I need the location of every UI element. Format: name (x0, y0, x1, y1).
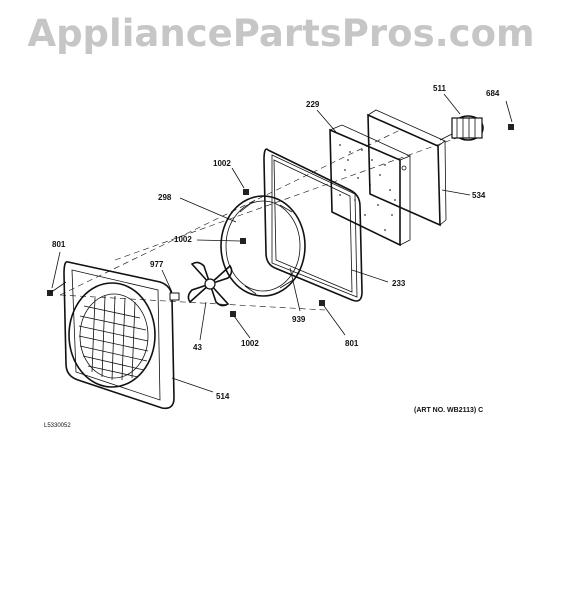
part-label-514: 514 (216, 392, 230, 401)
front-panel-514 (63, 260, 175, 410)
part-label-229: 229 (306, 100, 320, 109)
part-label-298: 298 (158, 193, 172, 202)
part-label-1002-bottom: 1002 (241, 339, 259, 348)
gasket-233 (263, 148, 363, 302)
part-label-1002-top: 1002 (213, 159, 231, 168)
assembly-axis-line (114, 134, 466, 261)
part-label-801-left: 801 (52, 240, 66, 249)
part-label-233: 233 (392, 279, 406, 288)
part-label-684: 684 (486, 89, 500, 98)
assembly-axis-line (59, 294, 326, 311)
fan-ring-298 (220, 195, 306, 297)
leader-lines (51, 93, 513, 393)
screw-801-right (319, 300, 325, 306)
screw-1002-middle (240, 238, 246, 244)
nut-977 (169, 292, 180, 301)
screw-1002-top (243, 189, 249, 195)
part-label-511: 511 (433, 84, 446, 93)
assembly-axis-line (59, 129, 401, 296)
part-label-801-right: 801 (345, 339, 359, 348)
screw-801-left (47, 281, 67, 296)
art-number: (ART NO. WB2113) C (414, 407, 483, 414)
watermark-text: AppliancePartsPros.com (27, 12, 535, 55)
screw-1002-bottom (230, 311, 236, 317)
screw-684 (508, 124, 514, 130)
part-label-1002-middle: 1002 (174, 235, 192, 244)
part-label-43: 43 (193, 343, 202, 352)
drawing-code: L5330052 (44, 423, 71, 429)
part-label-977: 977 (150, 260, 164, 269)
part-label-534: 534 (472, 191, 486, 200)
rear-cover-534 (367, 109, 447, 227)
fan-motor-511 (439, 115, 484, 141)
part-label-939: 939 (292, 315, 306, 324)
